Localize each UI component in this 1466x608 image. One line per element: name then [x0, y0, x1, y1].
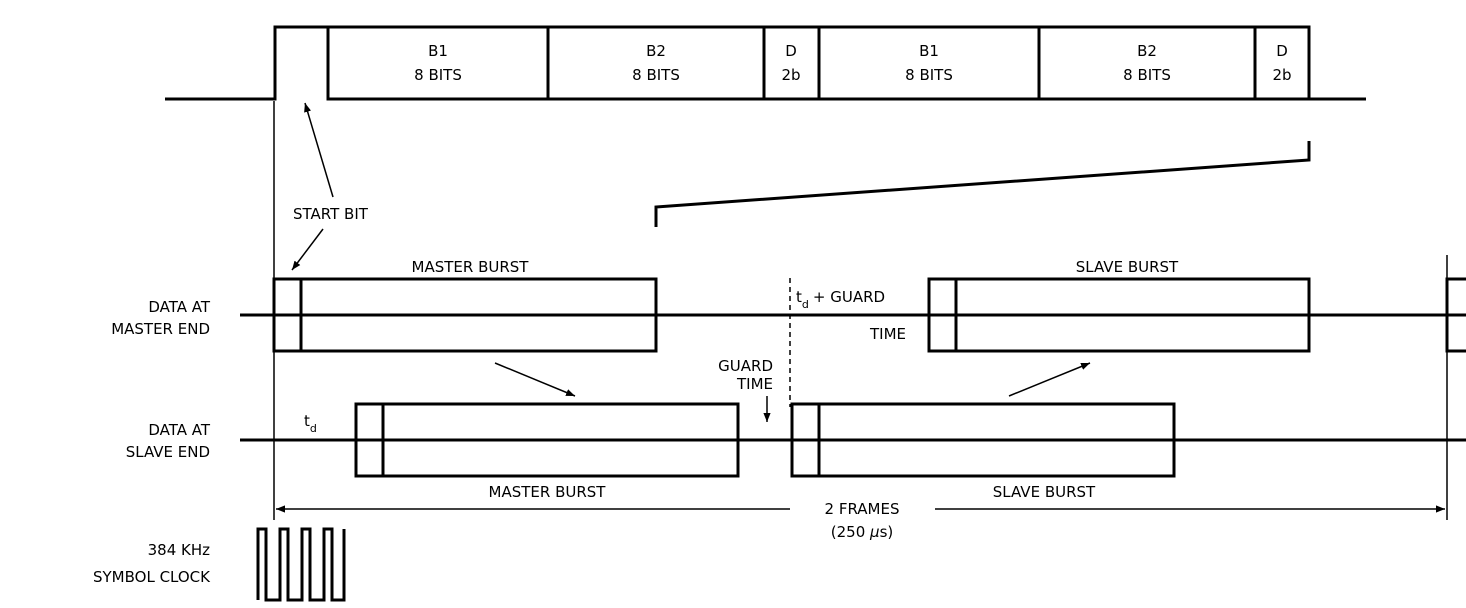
master-end-label-line1: DATA AT — [148, 298, 211, 316]
field-b2-label: B2 — [646, 42, 666, 60]
guard-time-label-line2: TIME — [736, 375, 773, 393]
clock-label-line1: 384 KHz — [148, 541, 211, 559]
field-b2-bits: 8 BITS — [632, 66, 680, 84]
guard-time-label-line1: GUARD — [718, 357, 773, 375]
zoom-connector — [654, 141, 1311, 227]
master-burst-top-label: MASTER BURST — [412, 258, 530, 276]
field-d-label: D — [1276, 42, 1288, 60]
master-to-slave-arrow — [494, 362, 576, 397]
start-bit-arrow-up — [304, 102, 334, 198]
field-d-bits: 2b — [1272, 66, 1291, 84]
slave-to-master-arrow — [1008, 362, 1091, 397]
next-burst-edge — [1445, 277, 1466, 353]
two-frames-duration: (250 μs) — [831, 523, 893, 541]
slave-end-label-line2: SLAVE END — [126, 443, 210, 461]
field-b1-bits: 8 BITS — [905, 66, 953, 84]
field-b2-bits: 8 BITS — [1123, 66, 1171, 84]
frame-waveform: B1 8 BITS B2 8 BITS D 2b B1 8 BITS B2 8 … — [165, 25, 1366, 101]
field-b1-bits: 8 BITS — [414, 66, 462, 84]
slave-burst-bottom-label: SLAVE BURST — [993, 483, 1096, 501]
master-burst-bottom-label: MASTER BURST — [489, 483, 607, 501]
clock-label-line2: SYMBOL CLOCK — [93, 568, 211, 586]
master-end-row: DATA AT MASTER END MASTER BURST SLAVE BU… — [111, 258, 1466, 353]
symbol-clock-row: 384 KHz SYMBOL CLOCK — [93, 527, 346, 602]
master-end-label-line2: MASTER END — [111, 320, 210, 338]
field-d-bits: 2b — [781, 66, 800, 84]
field-b1-label: B1 — [428, 42, 448, 60]
two-frames-label: 2 FRAMES — [825, 500, 900, 518]
field-b2-label: B2 — [1137, 42, 1157, 60]
clock-waveform — [256, 527, 346, 602]
slave-end-row: DATA AT SLAVE END td MASTER BURST SLAVE … — [126, 402, 1466, 501]
slave-burst-top-label: SLAVE BURST — [1076, 258, 1179, 276]
td-label: td — [304, 412, 317, 435]
field-b1-label: B1 — [919, 42, 939, 60]
start-bit-arrow-down — [291, 228, 324, 271]
field-d-label: D — [785, 42, 797, 60]
slave-end-label-line1: DATA AT — [148, 421, 211, 439]
td-guard-time-label: TIME — [869, 325, 906, 343]
td-guard-label: td+ GUARD — [796, 288, 885, 311]
start-bit-label: START BIT — [293, 205, 369, 223]
